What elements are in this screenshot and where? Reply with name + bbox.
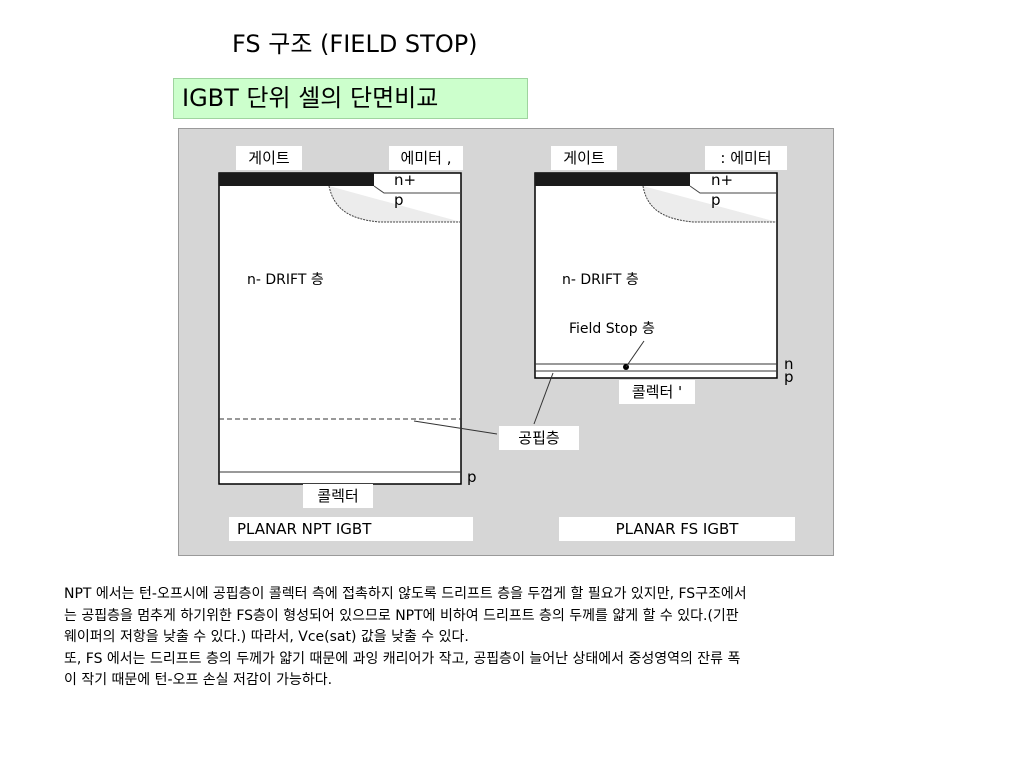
- fs-nplus-label: n+: [711, 171, 734, 189]
- fs-depletion-leader: [533, 372, 554, 425]
- fs-field-stop-label: Field Stop 층: [569, 321, 655, 337]
- fs-gate-label: 게이트: [551, 146, 617, 170]
- fs-caption: PLANAR FS IGBT: [559, 517, 795, 541]
- fs-cell-drawing: [533, 172, 778, 425]
- fs-collector-label: 콜렉터 ': [619, 380, 695, 404]
- fs-p-label: p: [711, 191, 721, 209]
- section-subtitle: IGBT 단위 셀의 단면비교: [173, 78, 528, 119]
- paragraph-line: 또, FS 에서는 드리프트 층의 두께가 얇기 때문에 과잉 캐리어가 작고,…: [64, 650, 741, 667]
- paragraph-line: 는 공핍층을 멈추게 하기위한 FS층이 형성되어 있으므로 NPT에 비하여 …: [64, 607, 739, 624]
- npt-caption: PLANAR NPT IGBT: [229, 517, 473, 541]
- npt-collector-label: 콜렉터: [303, 484, 373, 508]
- paragraph-line: 이 작기 때문에 턴-오프 손실 저감이 가능하다.: [64, 672, 333, 688]
- npt-depletion-leader: [413, 420, 498, 435]
- cross-section-figure: 게이트 에미터 , n+ p n- DRIFT 층 p 콜렉터 PLANAR N…: [178, 128, 834, 556]
- explanation-paragraph: NPT 에서는 턴-오프시에 공핍층이 콜렉터 측에 접촉하지 않도록 드리프트…: [64, 584, 974, 692]
- cross-section-drawing: [218, 172, 778, 485]
- page-title: FS 구조 (FIELD STOP): [232, 30, 478, 58]
- fs-emitter-label: : 에미터: [705, 146, 787, 170]
- npt-emitter-label: 에미터 ,: [389, 146, 463, 170]
- fs-drift-label: n- DRIFT 층: [562, 272, 639, 288]
- fs-gate-metal: [535, 173, 690, 186]
- depletion-label: 공핍층: [499, 426, 579, 450]
- npt-nplus-region: [373, 185, 461, 194]
- fs-n-label: n: [784, 355, 794, 373]
- npt-gate-metal: [219, 173, 374, 186]
- npt-p-well: [328, 185, 461, 223]
- paragraph-line: 웨이퍼의 저항을 낮출 수 있다.) 따라서, Vce(sat) 값을 낮출 수…: [64, 629, 469, 645]
- npt-substrate: [218, 172, 462, 485]
- npt-p-label: p: [394, 191, 404, 209]
- fs-nplus-region: [689, 185, 777, 194]
- npt-p-bottom-label: p: [467, 468, 477, 486]
- paragraph-line: NPT 에서는 턴-오프시에 공핍층이 콜렉터 측에 접촉하지 않도록 드리프트…: [64, 586, 747, 602]
- npt-drift-label: n- DRIFT 층: [247, 272, 324, 288]
- npt-nplus-label: n+: [394, 171, 417, 189]
- field-stop-leader: [625, 340, 645, 368]
- npt-gate-label: 게이트: [236, 146, 302, 170]
- fs-p-well: [642, 185, 777, 223]
- fs-p-bottom-label: p: [784, 368, 794, 386]
- npt-cell-drawing: [218, 172, 498, 485]
